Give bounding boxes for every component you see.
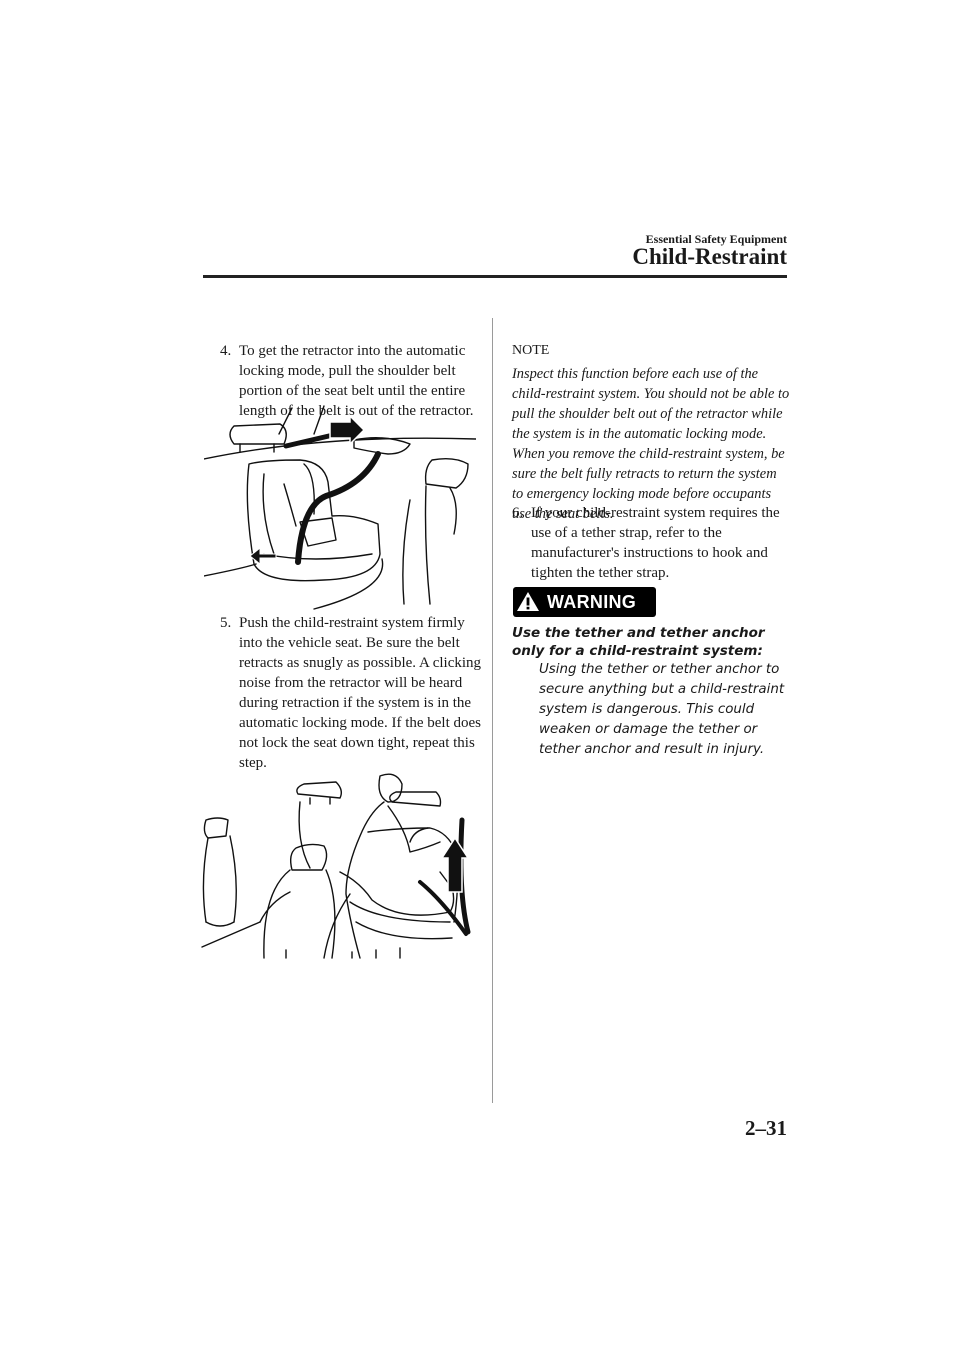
page-number: 2–31 (745, 1116, 787, 1140)
step-4-number: 4. (220, 343, 232, 359)
warning-triangle-icon (517, 592, 539, 611)
step-6-text: If your child-restraint system requires … (531, 505, 780, 581)
warning-text: Using the tether or tether anchor to sec… (539, 662, 785, 757)
warning-badge: WARNING (513, 587, 656, 617)
warning-label: WARNING (547, 591, 637, 612)
step-5-number: 5. (220, 615, 232, 631)
push-child-seat-illustration (201, 773, 471, 959)
warning-heading: Use the tether and tether anchor only fo… (512, 625, 765, 659)
step-6-number: 6. (512, 505, 524, 521)
step-5-text: Push the child-restraint system firmly i… (239, 615, 482, 771)
page-title: Child-Restraint (632, 244, 787, 269)
seat-belt-retractor-illustration (204, 405, 476, 610)
note-heading: NOTE (512, 343, 550, 358)
step-6: 6. If your child-restraint system requir… (512, 503, 787, 583)
step-4: 4. To get the retractor into the automat… (220, 341, 490, 421)
section-label: Essential Safety Equipment (645, 232, 787, 246)
column-divider (492, 318, 493, 1103)
note-text: Inspect this function before each use of… (512, 366, 790, 522)
step-5: 5. Push the child-restraint system firml… (220, 613, 490, 773)
header-rule (203, 275, 787, 278)
step-4-text: To get the retractor into the automatic … (239, 343, 474, 419)
